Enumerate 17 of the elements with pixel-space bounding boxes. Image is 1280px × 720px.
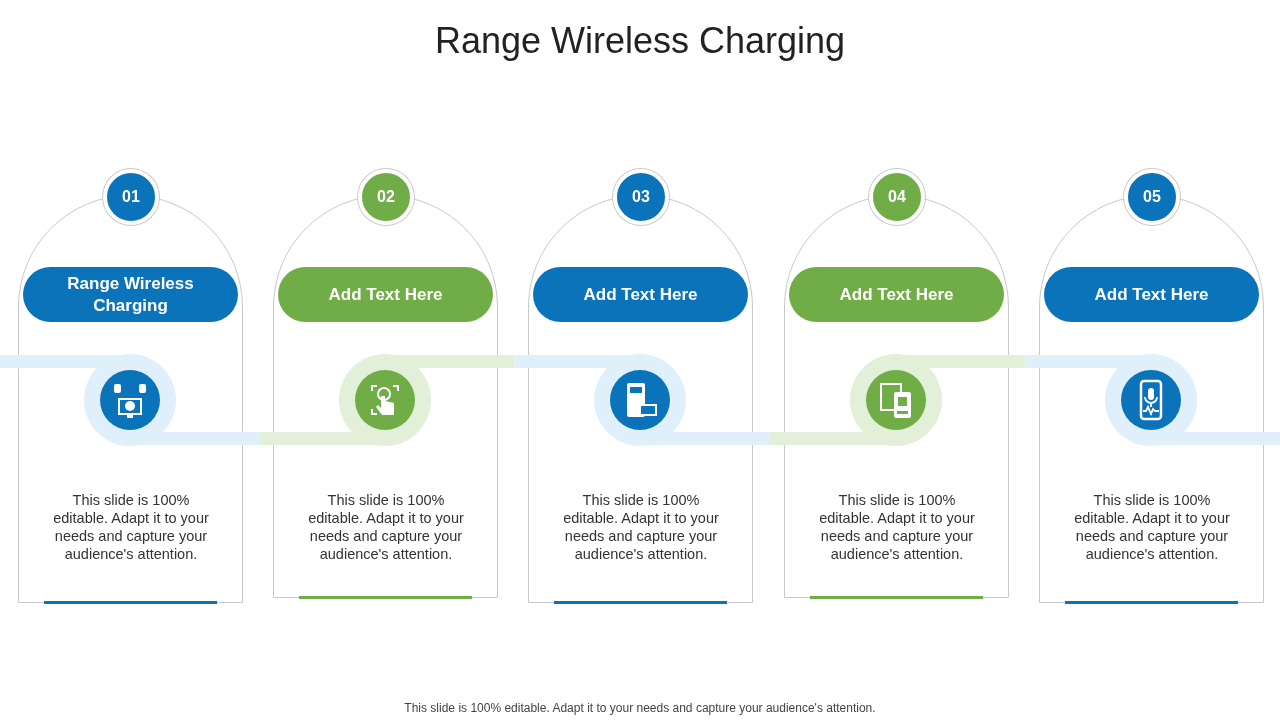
heading-pill: Add Text Here — [533, 267, 748, 322]
footer-note: This slide is 100% editable. Adapt it to your needs and capture your audience's attention. — [403, 701, 877, 715]
description-text: This slide is 100% editable. Adapt it to your needs and capture your audience's attention. — [307, 491, 465, 563]
step-number-badge: 02 — [358, 169, 414, 225]
description-text: This slide is 100% editable. Adapt it to your needs and capture your audience's attention. — [562, 491, 720, 563]
step-number-badge: 05 — [1124, 169, 1180, 225]
step-number-badge: 01 — [103, 169, 159, 225]
heading-pill: Range Wireless Charging — [23, 267, 238, 322]
slide-title: Range Wireless Charging — [433, 20, 847, 62]
step-number-badge: 04 — [869, 169, 925, 225]
heading-pill: Add Text Here — [278, 267, 493, 322]
description-text: This slide is 100% editable. Adapt it to your needs and capture your audience's attention. — [1073, 491, 1231, 563]
step-number-badge: 03 — [613, 169, 669, 225]
description-text: This slide is 100% editable. Adapt it to your needs and capture your audience's attention. — [818, 491, 976, 563]
heading-pill: Add Text Here — [1044, 267, 1259, 322]
description-text: This slide is 100% editable. Adapt it to your needs and capture your audience's attention. — [52, 491, 210, 563]
heading-pill: Add Text Here — [789, 267, 1004, 322]
